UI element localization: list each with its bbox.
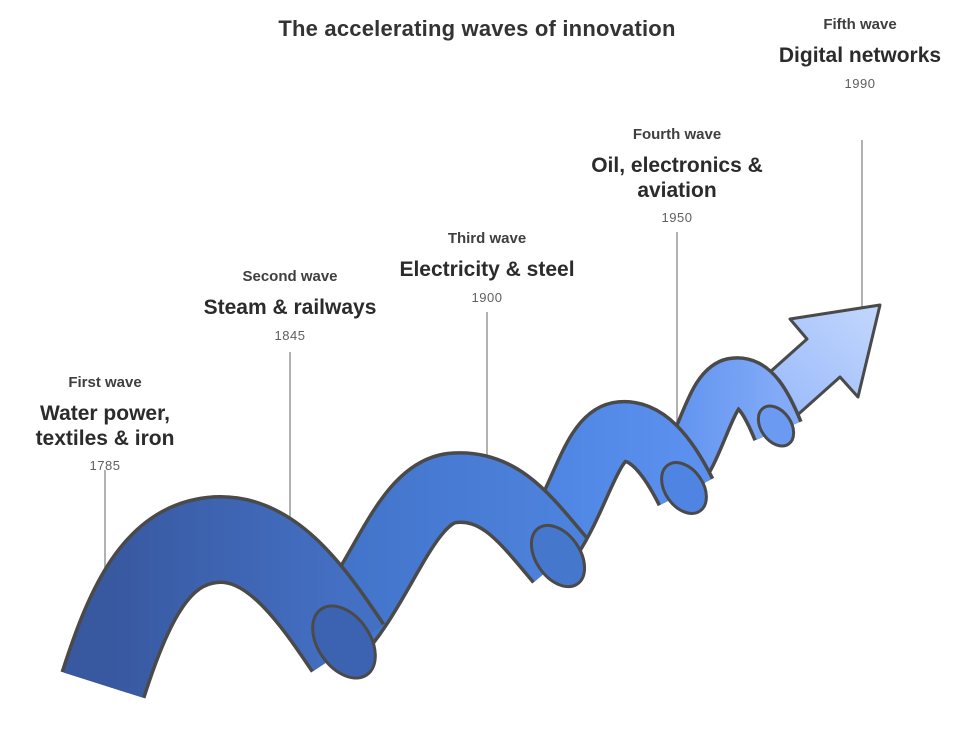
ribbon-fold-1 [311, 604, 377, 680]
wave-2-title: Steam & railways [203, 295, 377, 319]
ribbon-fold-4 [756, 404, 796, 448]
ribbon-fold-2 [529, 523, 587, 589]
diagram-title: The accelerating waves of innovation [278, 16, 676, 41]
ribbon-fold-3 [660, 461, 708, 515]
ribbon-wave-2 [307, 454, 586, 661]
wave-1-title: Water power, textiles & iron [35, 401, 175, 450]
wave-label-1: First wave Water power, textiles & iron … [15, 374, 195, 473]
wave-2-caption: Second wave [242, 268, 338, 285]
wave-5-title: Digital networks [778, 43, 942, 67]
wave-label-2: Second wave Steam & railways 1845 [200, 268, 380, 343]
ribbon-wave-1 [63, 498, 383, 698]
wave-3-title: Electricity & steel [399, 257, 575, 281]
wave-5-year: 1990 [844, 75, 876, 91]
ribbon-wave-3 [522, 403, 712, 565]
wave-1-caption: First wave [68, 374, 142, 391]
wave-label-3: Third wave Electricity & steel 1900 [397, 230, 577, 305]
wave-2-year: 1845 [274, 327, 306, 343]
wave-4-title: Oil, electronics & aviation [591, 153, 763, 202]
wave-label-5: Fifth wave Digital networks 1990 [772, 16, 948, 91]
wave-1-year: 1785 [89, 458, 121, 474]
wave-label-4: Fourth wave Oil, electronics & aviation … [587, 126, 767, 225]
wave-4-caption: Fourth wave [632, 126, 722, 143]
wave-3-year: 1900 [471, 289, 503, 305]
wave-3-caption: Third wave [447, 230, 527, 247]
wave-4-year: 1950 [661, 210, 693, 226]
wave-5-caption: Fifth wave [823, 16, 897, 33]
